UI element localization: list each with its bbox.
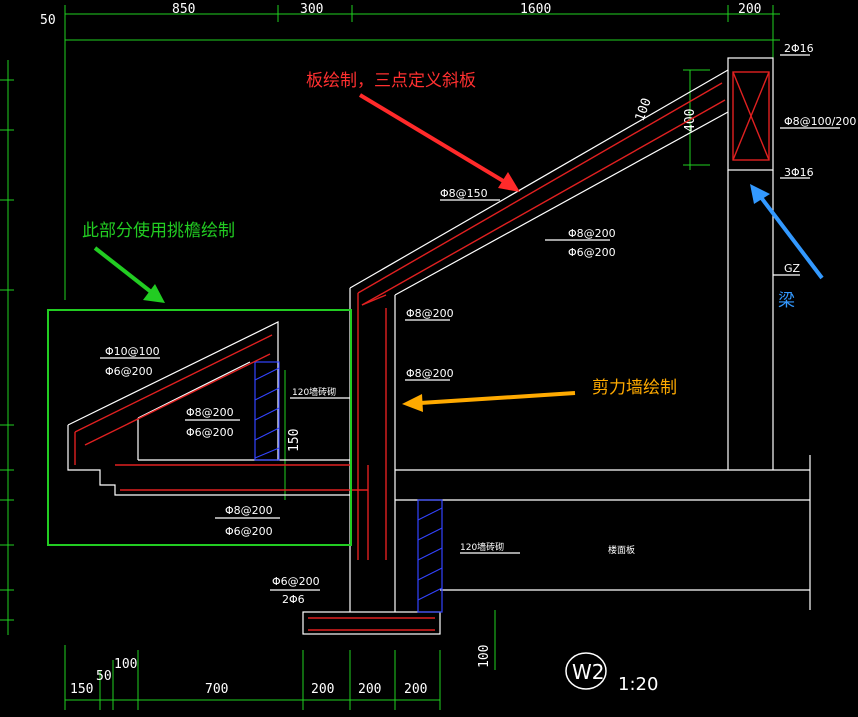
rebar-eave-5: Φ8@200 — [225, 504, 273, 517]
dim-bottom-50: 50 — [96, 669, 112, 684]
dim-top-left-50: 50 — [40, 13, 56, 28]
dim-bottom-200a: 200 — [311, 682, 334, 697]
annotation-slab: 板绘制，三点定义斜板 — [306, 71, 476, 91]
dim-top-1600: 1600 — [520, 2, 551, 17]
annotation-beam: 梁 — [778, 291, 795, 311]
brick-wall-label-2: 120墙砖砌 — [460, 541, 504, 553]
dim-base-100: 100 — [477, 645, 492, 668]
rebar-eave-3: Φ8@200 — [186, 406, 234, 419]
leader-lines — [100, 54, 840, 591]
brick-wall-hatch — [254, 361, 443, 613]
dim-bottom-200c: 200 — [404, 682, 427, 697]
rebar-wall-1: Φ8@200 — [406, 307, 454, 320]
floor-label: 楼面板 — [608, 544, 635, 556]
title-scale: 1:20 — [618, 674, 658, 695]
dim-top-300: 300 — [300, 2, 323, 17]
rebar-footing-1: Φ6@200 — [272, 575, 320, 588]
brick-wall-label-1: 120墙砖砌 — [292, 386, 336, 398]
rebar-wall-2: Φ8@200 — [406, 367, 454, 380]
rebar-top-2phi16: 2Φ16 — [784, 42, 814, 55]
eave-frame — [47, 309, 352, 546]
dim-parapet-150: 150 — [287, 429, 302, 452]
rebar-slab-top: Φ8@150 — [440, 187, 488, 200]
rebar-lines — [74, 71, 770, 631]
dim-top-200: 200 — [738, 2, 761, 17]
dim-bottom-150: 150 — [70, 682, 93, 697]
rebar-eave-1: Φ10@100 — [105, 345, 160, 358]
dim-bottom-700: 700 — [205, 682, 228, 697]
annotation-arrows — [93, 93, 824, 412]
rebar-stirrup: Φ8@100/200 — [784, 115, 856, 128]
title-circle — [565, 652, 607, 690]
rebar-eave-6: Φ6@200 — [225, 525, 273, 538]
rebar-slab-bot-1: Φ8@200 — [568, 227, 616, 240]
annotation-wall: 剪力墙绘制 — [592, 378, 677, 398]
rebar-eave-4: Φ6@200 — [186, 426, 234, 439]
annotation-eave: 此部分使用挑檐绘制 — [82, 220, 235, 241]
rebar-bot-3phi16: 3Φ16 — [784, 166, 814, 179]
rebar-footing-2: 2Φ6 — [282, 593, 305, 606]
rebar-slab-bot-2: Φ6@200 — [568, 246, 616, 259]
dim-top-850: 850 — [172, 2, 195, 17]
rebar-gz: GZ — [784, 262, 801, 275]
title-id: W2 — [572, 660, 605, 684]
dim-bottom-100: 100 — [114, 657, 137, 672]
dim-bottom-200b: 200 — [358, 682, 381, 697]
rebar-eave-2: Φ6@200 — [105, 365, 153, 378]
